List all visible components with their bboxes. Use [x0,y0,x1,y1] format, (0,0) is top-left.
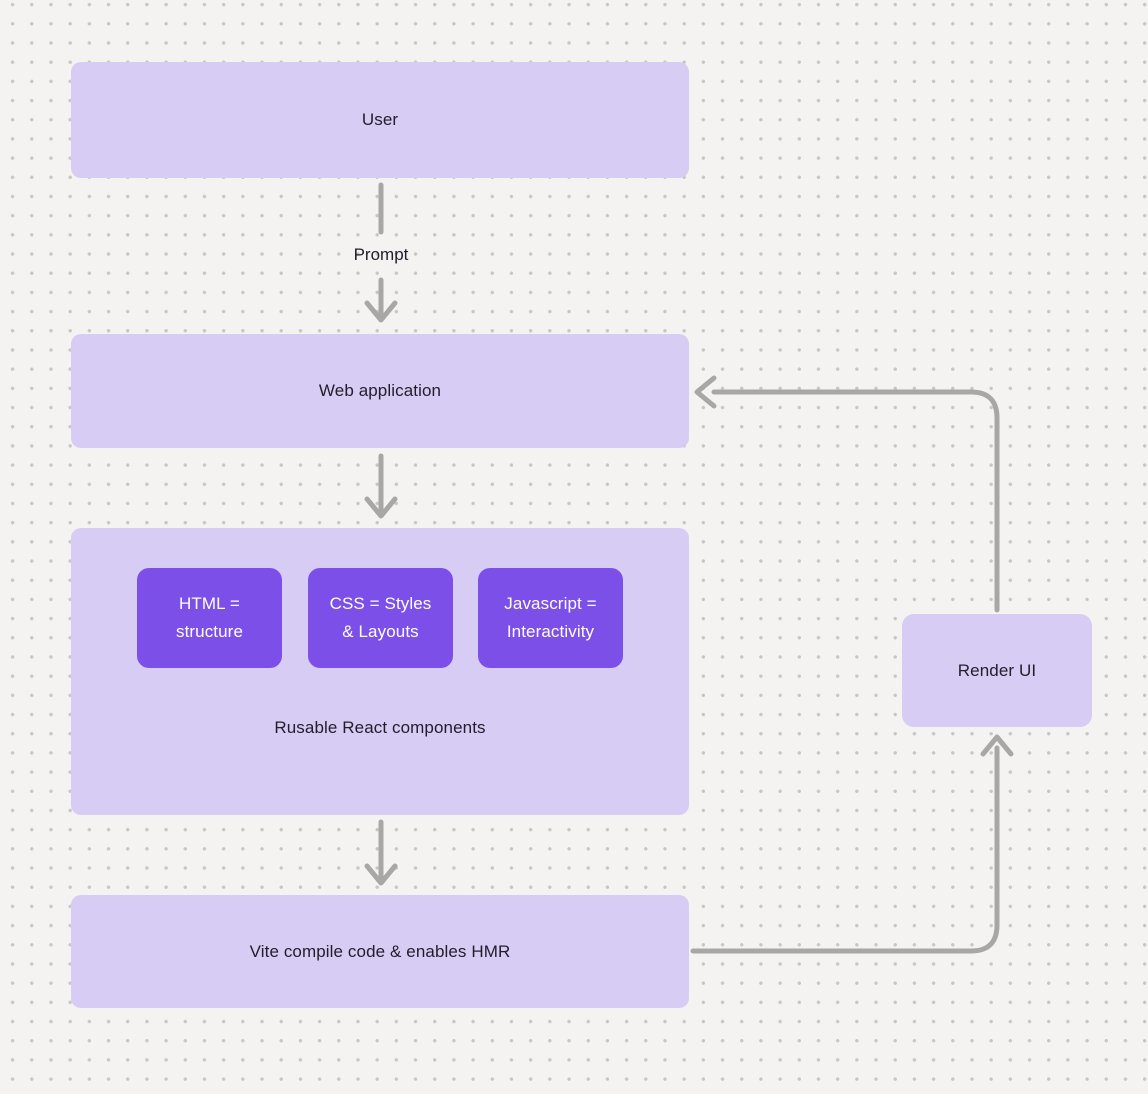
chip-html-line1: HTML = [179,594,240,613]
node-user: User [71,62,689,178]
edge-label-prompt: Prompt [353,245,409,264]
node-vite: Vite compile code & enables HMR [71,895,689,1008]
chip-html: HTML = structure [137,568,282,668]
edge-vite-to-render [690,734,1014,954]
node-user-label: User [361,110,399,129]
node-render-ui-label: Render UI [957,660,1037,680]
chip-javascript-line2: Interactivity [506,622,595,641]
chip-javascript-line1: Javascript = [504,594,597,613]
chip-css: CSS = Styles & Layouts [308,568,453,668]
node-components-group: HTML = structure CSS = Styles & Layouts … [71,528,689,815]
chip-css-line1: CSS = Styles [329,594,432,613]
edge-components-to-vite [364,819,398,886]
edge-webapp-to-components [364,453,398,519]
chip-css-line2: & Layouts [342,622,419,641]
edge-render-to-webapp [694,375,1000,613]
chip-javascript: Javascript = Interactivity [478,568,623,668]
node-render-ui: Render UI [902,614,1092,727]
node-web-application-label: Web application [318,381,442,400]
components-group-caption: Rusable React components [274,718,486,737]
node-vite-label: Vite compile code & enables HMR [249,941,511,961]
node-web-application: Web application [71,334,689,448]
chip-html-line2: structure [175,622,244,641]
